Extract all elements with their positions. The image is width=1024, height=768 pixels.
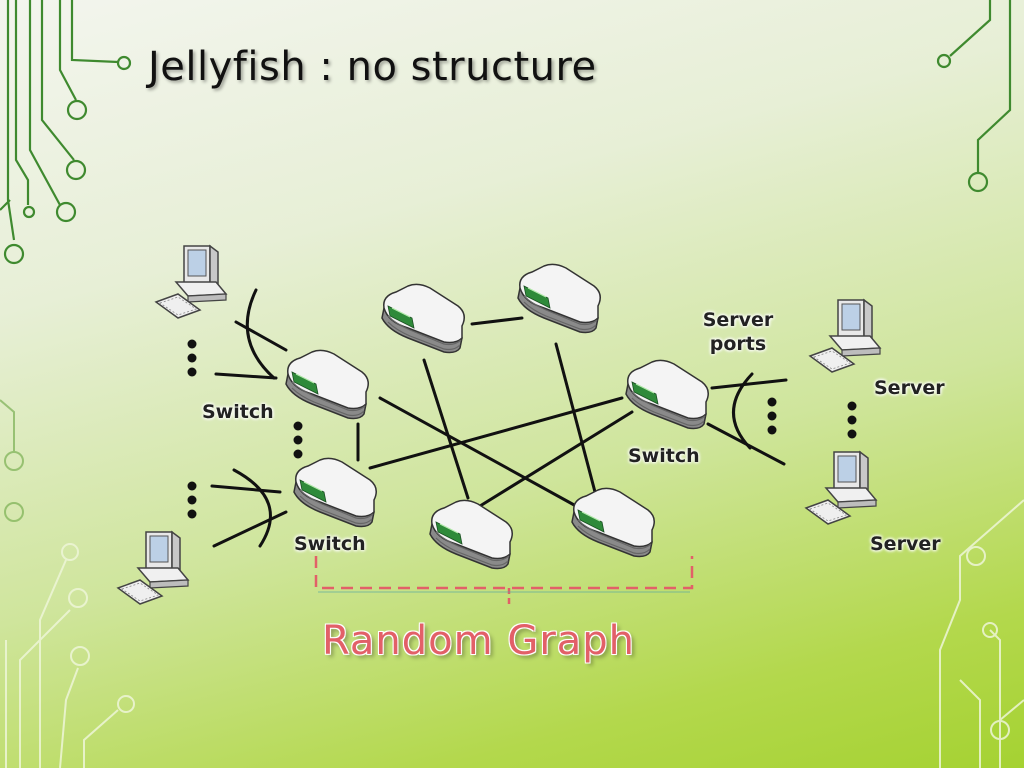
server-computer-icon: [809, 299, 881, 373]
random-graph-bracket: [314, 556, 694, 606]
server-port-links: [210, 288, 788, 548]
slide-title: Jellyfish : no structure: [148, 44, 597, 90]
random-graph-label: Random Graph: [322, 618, 636, 664]
port-link: [234, 320, 288, 352]
link: [554, 342, 597, 494]
circuit-traces-left: [0, 399, 24, 522]
port-arc: [232, 468, 272, 548]
computer-icon: [155, 245, 227, 319]
ellipsis-dots: [187, 339, 857, 519]
link: [378, 396, 578, 508]
port-link: [210, 484, 282, 494]
server-computer-icon: [805, 451, 877, 525]
switch-icon: [429, 499, 513, 570]
computer-icon: [117, 531, 189, 605]
link: [368, 396, 624, 470]
server-ports-label: Server ports: [700, 308, 776, 356]
switch-links: [356, 316, 634, 508]
switch-label: Switch: [628, 445, 700, 467]
port-link: [710, 378, 788, 390]
port-link: [214, 372, 278, 380]
server-ports-label-line: ports: [709, 333, 767, 355]
switch-icon: [381, 283, 465, 354]
port-arc: [732, 372, 754, 450]
switch-icon: [285, 349, 369, 420]
switch-icon: [625, 359, 709, 430]
link: [422, 358, 470, 500]
link: [478, 410, 634, 508]
server-ports-label-line: Server: [702, 309, 774, 331]
server-label: Server: [870, 533, 941, 555]
circuit-traces-top-left: [0, 0, 132, 265]
switch-icon: [293, 457, 377, 528]
circuit-traces-bottom-right: [939, 499, 1024, 768]
circuit-traces-top-right: [936, 0, 1012, 193]
switch-icon: [571, 487, 655, 558]
switch-icon: [517, 263, 601, 334]
link: [470, 316, 524, 326]
port-arc: [245, 288, 276, 380]
port-link: [212, 510, 288, 548]
circuit-traces-bottom-left: [5, 543, 135, 768]
server-label: Server: [874, 377, 945, 399]
switch-label: Switch: [294, 533, 366, 555]
switch-label: Switch: [202, 401, 274, 423]
